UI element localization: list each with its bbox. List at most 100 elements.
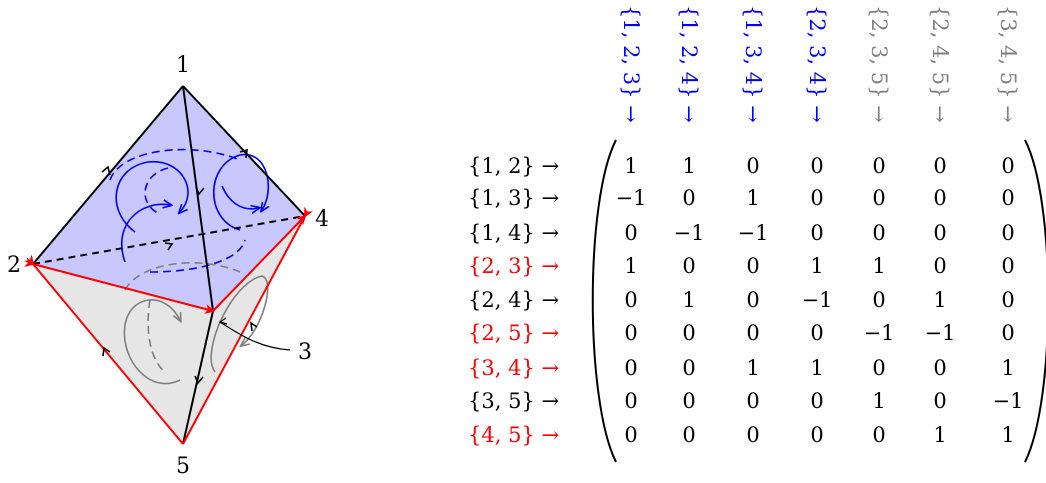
- matrix-cell: 1: [810, 356, 823, 380]
- matrix-cell: 1: [746, 186, 759, 210]
- edge-3-4: [212, 214, 307, 312]
- edge-direction-ticks: [101, 148, 258, 385]
- label-3-leader: [219, 321, 291, 351]
- matrix-cell: 0: [872, 288, 885, 312]
- matrix-cell: −1: [925, 321, 956, 345]
- matrix-cell: 0: [933, 154, 946, 178]
- matrix-cell: 0: [682, 321, 695, 345]
- matrix-cell: −1: [802, 288, 833, 312]
- matrix-cell: 1: [746, 356, 759, 380]
- matrix-cell: 0: [872, 356, 885, 380]
- matrix-cell: 0: [1001, 321, 1014, 345]
- column-label: {1, 2, 3} →: [619, 5, 643, 123]
- matrix-cell: 0: [1001, 186, 1014, 210]
- row-label: {1, 2} →: [468, 154, 559, 178]
- matrix-cell: 0: [810, 321, 823, 345]
- row-label: {2, 3} →: [468, 254, 559, 278]
- matrix-cell: 1: [1001, 356, 1014, 380]
- matrix-cell: 0: [746, 254, 759, 278]
- matrix-cells: 1 1 0 0 0 0 0 −1 0 1 0 0 0 0 0 −1 −1 0 0 0 0 1 0 0 1 1 0 0 0 1 0 −1 0 1 0 0…: [616, 154, 1024, 447]
- matrix-cell: 0: [624, 288, 637, 312]
- matrix-cell: 0: [624, 221, 637, 245]
- edge-4-5: [182, 206, 314, 445]
- matrix-cell: 1: [682, 288, 695, 312]
- row-label: {2, 5} →: [468, 321, 559, 345]
- column-label: {1, 3, 4} →: [741, 5, 765, 123]
- row-label: {2, 4} →: [468, 288, 559, 312]
- matrix-cell: 0: [746, 389, 759, 413]
- edge-2-4: [32, 215, 306, 265]
- matrix-cell: 0: [872, 423, 885, 447]
- matrix-cell: 0: [1001, 154, 1014, 178]
- column-label: {2, 3, 4} →: [805, 5, 829, 123]
- vertex-label-5: 5: [176, 454, 190, 479]
- boundary-matrix: {1, 2, 3} → {1, 2, 4} → {1, 3, 4} → {2, 3, …: [468, 5, 1046, 463]
- row-label: {3, 4} →: [468, 356, 559, 380]
- matrix-cell: 1: [872, 389, 885, 413]
- matrix-cell: 0: [933, 221, 946, 245]
- matrix-cell: −1: [738, 221, 769, 245]
- matrix-cell: 0: [1001, 254, 1014, 278]
- matrix-cell: 1: [933, 423, 946, 447]
- matrix-cell: 0: [810, 423, 823, 447]
- edge-3-5: [182, 310, 214, 445]
- matrix-cell: 1: [624, 254, 637, 278]
- matrix-cell: 0: [682, 389, 695, 413]
- row-label: {1, 3} →: [468, 186, 559, 210]
- vertex-label-4: 4: [315, 207, 329, 232]
- matrix-cell: −1: [864, 321, 895, 345]
- matrix-cell: 1: [682, 154, 695, 178]
- matrix-cell: 0: [746, 423, 759, 447]
- matrix-cell: 1: [1001, 423, 1014, 447]
- face-1-2-4: [33, 86, 305, 311]
- column-label: {1, 2, 4} →: [677, 5, 701, 123]
- right-parenthesis: [1024, 139, 1046, 463]
- complex-drawing: 1 2 3 4 5: [7, 53, 329, 479]
- matrix-cell: 0: [933, 254, 946, 278]
- row-label: {3, 5} →: [468, 389, 559, 413]
- edge-1-2: [32, 85, 184, 265]
- matrix-cell: 0: [1001, 288, 1014, 312]
- vertex-label-2: 2: [7, 253, 21, 278]
- matrix-cell: 0: [810, 389, 823, 413]
- matrix-cell: 0: [682, 186, 695, 210]
- matrix-cell: 1: [872, 254, 885, 278]
- matrix-cell: 0: [810, 154, 823, 178]
- matrix-cell: −1: [674, 221, 705, 245]
- matrix-cell: 1: [624, 154, 637, 178]
- matrix-cell: 0: [746, 321, 759, 345]
- row-label: {1, 4} →: [468, 221, 559, 245]
- vertex-label-1: 1: [176, 53, 190, 78]
- matrix-cell: 0: [624, 321, 637, 345]
- matrix-cell: 0: [746, 288, 759, 312]
- matrix-cell: 0: [746, 154, 759, 178]
- matrix-cell: 0: [682, 423, 695, 447]
- matrix-cell: −1: [616, 186, 647, 210]
- left-parenthesis: [591, 139, 617, 463]
- matrix-cell: 0: [624, 356, 637, 380]
- column-labels: {1, 2, 3} → {1, 2, 4} → {1, 3, 4} → {2, 3, …: [619, 5, 1020, 123]
- matrix-cell: 0: [810, 186, 823, 210]
- matrix-cell: 0: [933, 356, 946, 380]
- matrix-cell: 0: [872, 186, 885, 210]
- blue-orientation-arrows: [109, 148, 268, 273]
- matrix-cell: 0: [872, 221, 885, 245]
- matrix-cell: 0: [933, 186, 946, 210]
- matrix-cell: 0: [1001, 221, 1014, 245]
- edges: [23, 85, 314, 445]
- vertex-label-3: 3: [298, 340, 312, 365]
- column-label: {2, 4, 5} →: [928, 5, 952, 123]
- matrix-cell: −1: [993, 389, 1024, 413]
- row-labels: {1, 2} → {1, 3} → {1, 4} → {2, 3} → {2, 4} →…: [468, 154, 559, 447]
- matrix-cell: 0: [682, 356, 695, 380]
- matrix-cell: 0: [682, 254, 695, 278]
- matrix-cell: 1: [810, 254, 823, 278]
- edge-2-3: [23, 257, 215, 314]
- matrix-cell: 1: [933, 288, 946, 312]
- matrix-cell: 0: [933, 389, 946, 413]
- matrix-cell: 0: [624, 389, 637, 413]
- column-label: {3, 4, 5} →: [996, 5, 1020, 123]
- edge-2-5: [24, 254, 184, 445]
- matrix-cell: 0: [624, 423, 637, 447]
